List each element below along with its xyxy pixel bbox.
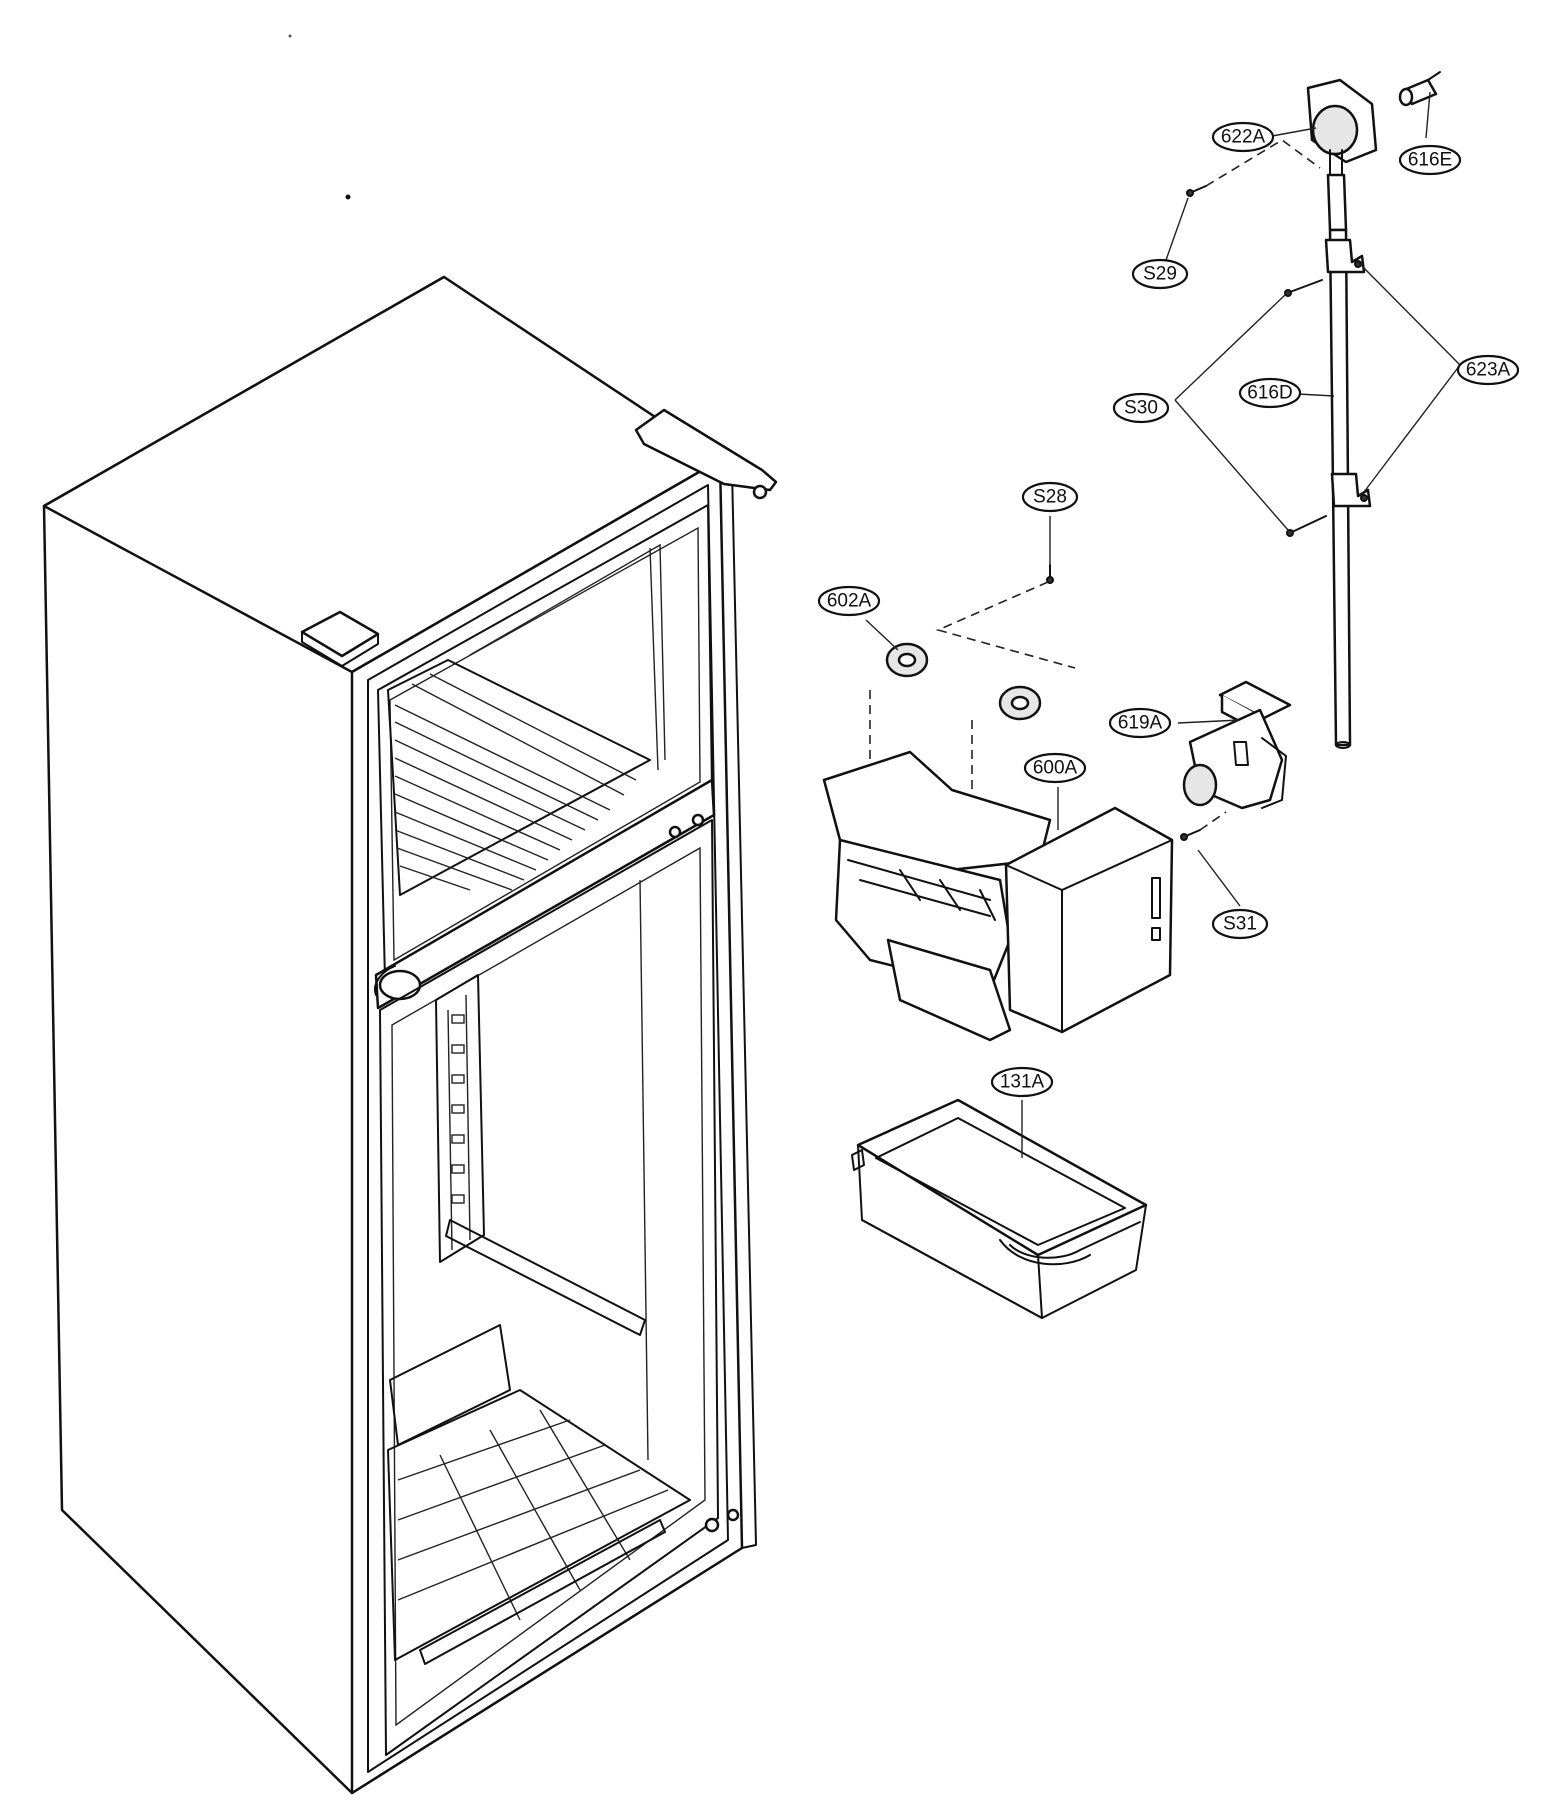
callout-619A: 619A [1108, 707, 1172, 739]
callout-622A: 622A [1211, 121, 1275, 153]
leader-lines [865, 91, 1461, 1158]
bottom-crisper-grid [387, 1389, 691, 1661]
ice-bin [851, 1098, 1148, 1319]
callout-label: S30 [1124, 398, 1158, 419]
shelf-support-ladder [435, 974, 485, 1263]
ice-maker-assembly [822, 564, 1227, 1042]
callout-623A: 623A [1456, 354, 1520, 386]
callout-616D: 616D [1238, 377, 1302, 409]
callout-label: S28 [1033, 487, 1067, 508]
callout-600A: 600A [1023, 752, 1087, 784]
callout-616E: 616E [1398, 144, 1462, 176]
top-hinge [634, 408, 778, 500]
grommet-602A [885, 642, 1042, 721]
callout-label: 622A [1221, 127, 1266, 148]
callout-label: 623A [1466, 360, 1511, 381]
scan-speck [345, 194, 351, 200]
callout-label: 602A [827, 591, 872, 612]
callout-S29: S29 [1131, 258, 1189, 290]
callout-label: S31 [1223, 914, 1257, 935]
callout-label: 619A [1118, 713, 1163, 734]
callout-131A: 131A [990, 1066, 1054, 1098]
callout-label: 616D [1247, 383, 1292, 404]
water-valve [1182, 680, 1292, 810]
callout-602A: 602A [817, 585, 881, 617]
refrigerator-cabinet [42, 275, 778, 1795]
callout-label: 616E [1408, 150, 1452, 171]
callout-S28: S28 [1021, 481, 1079, 513]
callout-S30: S30 [1112, 392, 1170, 424]
callout-label: 600A [1033, 758, 1078, 779]
callout-label: S29 [1143, 264, 1177, 285]
callout-label: 131A [1000, 1072, 1045, 1093]
scan-speck [288, 34, 292, 38]
callout-S31: S31 [1211, 908, 1269, 940]
water-tube-assembly [1186, 71, 1441, 749]
freezer-wire-shelf [387, 659, 651, 896]
